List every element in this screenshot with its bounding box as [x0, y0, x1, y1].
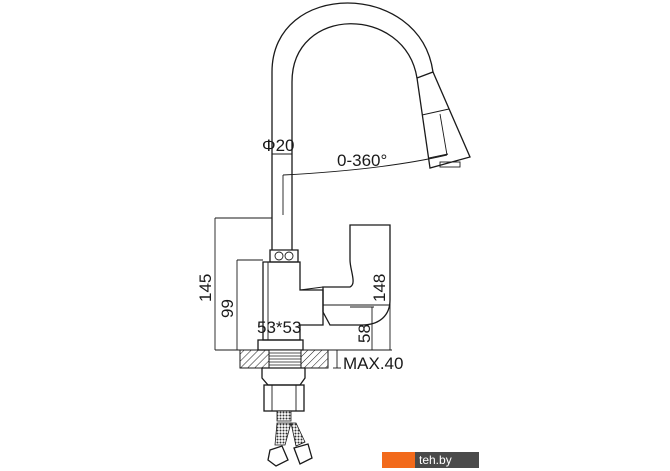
height-99-label: 99: [218, 299, 237, 318]
mounting-hardware: [261, 367, 313, 467]
handle-lever: [299, 224, 391, 326]
spout: [271, 2, 434, 250]
height-58-label: 58: [355, 324, 374, 343]
dimension-lines: [214, 217, 392, 369]
height-148-label: 148: [370, 274, 389, 302]
watermark: teh.by: [382, 452, 479, 468]
spray-head: [416, 71, 471, 169]
countertop-section: [239, 349, 329, 369]
height-145-label: 145: [196, 274, 215, 302]
pipe-diameter-label: Φ20: [262, 136, 294, 155]
rotation-label: 0-360°: [337, 151, 387, 170]
base-size-label: 53*53: [257, 318, 301, 337]
rotation-arc: [282, 154, 448, 176]
watermark-text: teh.by: [415, 452, 479, 468]
max-thickness-label: MAX.40: [343, 354, 403, 373]
watermark-accent: [382, 452, 415, 468]
